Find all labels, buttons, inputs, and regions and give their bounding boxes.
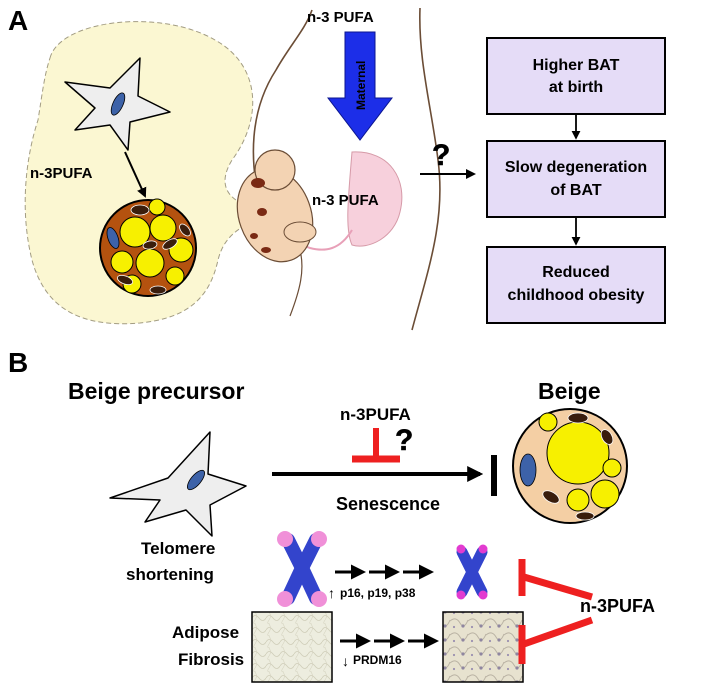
chromosome-long-icon [277,531,327,607]
telomere-markers: p16, p19, p38 [340,586,416,600]
nucleus-icon-b [186,469,206,491]
fetus-icon [236,149,317,263]
telomere-label-line1: Telomere [141,539,215,558]
brown-adipocyte-icon [99,198,197,297]
fibrotic-adipose-image [442,611,524,683]
flow-box-1-line2: at birth [549,79,603,96]
flow-box-2-line2: of BAT [550,182,601,199]
beige-adipocyte-icon [512,408,628,524]
flow-box-2: Slow degeneration of BAT [486,140,666,218]
flow-box-2-line1: Slow degeneration [505,159,647,176]
mother-silhouette-inner [289,249,303,317]
beige-precursor-cell [109,431,247,537]
mother-silhouette-front [411,7,441,331]
beige-label: Beige [538,378,601,404]
inhibitor-label: n-3PUFA [340,405,411,424]
inhibition-symbol [352,428,400,463]
panel-b: B Beige precursor Beige n-3PUFA ? Senesc… [8,347,655,683]
panel-a: A n-3PUFA [8,5,666,331]
right-inhibition-upper [518,559,593,601]
panel-b-question-mark: ? [395,424,413,457]
fibrosis-label-line1: Adipose [172,623,239,642]
senescence-label: Senescence [336,494,440,514]
right-inhibitor-label: n-3PUFA [580,596,655,616]
placenta-icon [347,151,403,247]
chromosome-short-icon [456,544,488,600]
maternal-arrow-label: Maternal [354,61,368,110]
maternal-arrow: Maternal [326,31,394,141]
right-inhibition-lower [518,616,594,664]
panel-a-question-mark: ? [432,139,450,172]
fibrosis-marker: PRDM16 [353,653,402,667]
panel-a-letter: A [8,5,28,36]
telomere-label-line2: shortening [126,565,214,584]
flow-box-3-line1: Reduced [542,264,610,281]
panel-b-letter: B [8,347,28,378]
flow-box-3: Reduced childhood obesity [486,246,666,324]
placenta-label: n-3 PUFA [312,192,379,209]
precursor-label: Beige precursor [68,378,244,404]
flow-box-3-line2: childhood obesity [508,287,645,304]
flow-box-1-line1: Higher BAT [533,57,620,74]
precursor-cell [64,57,171,151]
cell-treatment-label: n-3PUFA [30,165,93,182]
differentiation-arrow [124,151,147,198]
fibrosis-label-line2: Fibrosis [178,650,244,669]
normal-adipose-image [251,611,333,683]
nucleus-icon [110,92,126,116]
fibrosis-direction: ↓ [342,653,349,669]
flow-box-1: Higher BAT at birth [486,37,666,115]
maternal-top-label: n-3 PUFA [307,9,374,26]
telomere-direction: ↑ [328,585,335,601]
